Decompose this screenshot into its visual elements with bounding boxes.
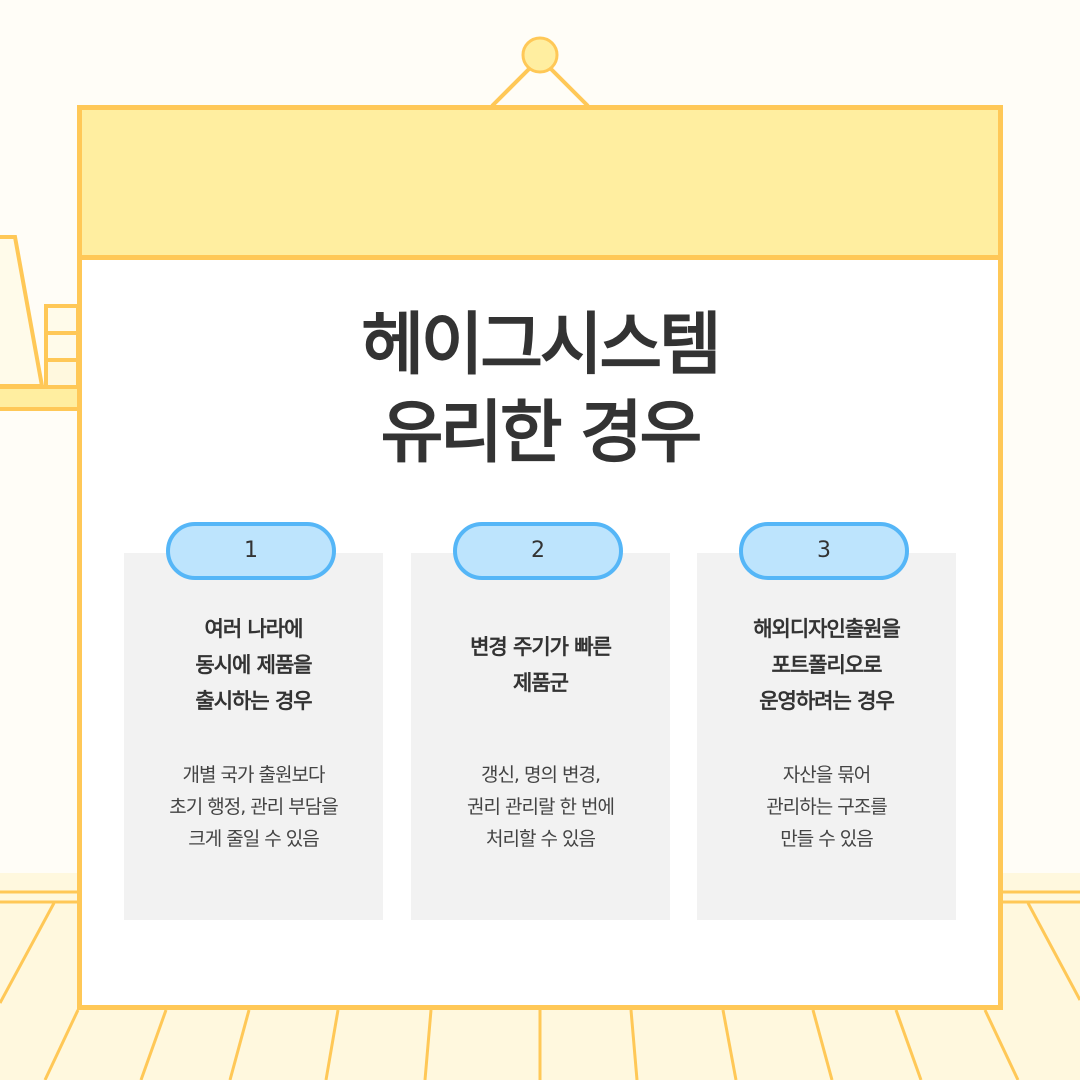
card-title: 변경 주기가 빠른 제품군: [470, 635, 612, 695]
hanger-hook-icon: [490, 36, 590, 108]
card-description: 자산을 묶어 관리하는 구조를 만들 수 있음: [766, 764, 887, 850]
number-badge-3: 3: [739, 522, 909, 580]
page-title: 헤이그시스템 유리한 경우: [82, 302, 998, 478]
card-1: 여러 나라에 동시에 제품을 출시하는 경우 개별 국가 출원보다 초기 행정,…: [124, 553, 383, 920]
number-badge-1: 1: [166, 522, 336, 580]
card-3: 해외디자인출원을 포트폴리오로 운영하려는 경우 자산을 묶어 관리하는 구조를…: [697, 553, 956, 920]
card-description: 갱신, 명의 변경, 권리 관리랄 한 번에 처리할 수 있음: [467, 764, 615, 850]
card-title: 해외디자인출원을 포트폴리오로 운영하려는 경우: [753, 617, 901, 713]
title-line-2: 유리한 경우: [380, 394, 702, 473]
bookshelf-icon: [0, 235, 82, 411]
number-badge-2: 2: [453, 522, 623, 580]
card-description: 개별 국가 출원보다 초기 행정, 관리 부담을 크게 줄일 수 있음: [169, 764, 338, 850]
info-board: 헤이그시스템 유리한 경우 여러 나라에 동시에 제품을 출시하는 경우 개별 …: [77, 105, 1003, 1010]
board-header: [82, 110, 998, 260]
title-line-1: 헤이그시스템: [361, 306, 721, 385]
card-title: 여러 나라에 동시에 제품을 출시하는 경우: [195, 617, 312, 713]
card-2: 변경 주기가 빠른 제품군 갱신, 명의 변경, 권리 관리랄 한 번에 처리할…: [411, 553, 670, 920]
floor-planks: [43, 1009, 1020, 1080]
